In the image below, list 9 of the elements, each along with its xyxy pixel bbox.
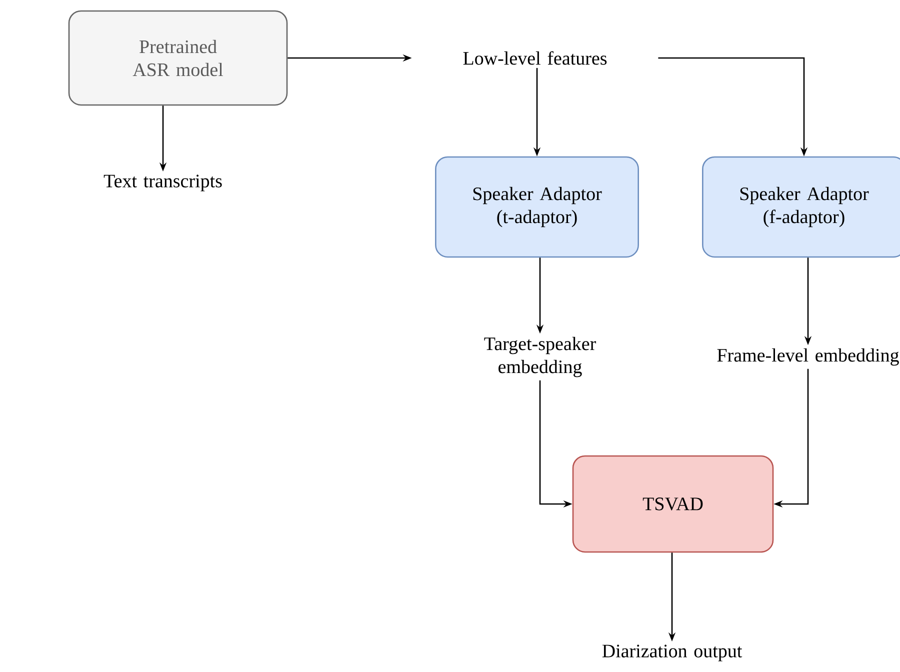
process-box: Speaker Adaptor (f-adaptor) (702, 156, 900, 258)
text-label: Frame-level embedding (717, 348, 899, 366)
text-label: Target-speaker embedding (484, 336, 596, 378)
process-box: Pretrained ASR model (68, 10, 288, 106)
process-box: Speaker Adaptor (t-adaptor) (435, 156, 639, 258)
text-label: Low-level features (463, 51, 607, 65)
text-label: Text transcripts (104, 174, 222, 192)
process-box: TSVAD (572, 455, 774, 553)
text-label: Diarization output (602, 644, 742, 662)
